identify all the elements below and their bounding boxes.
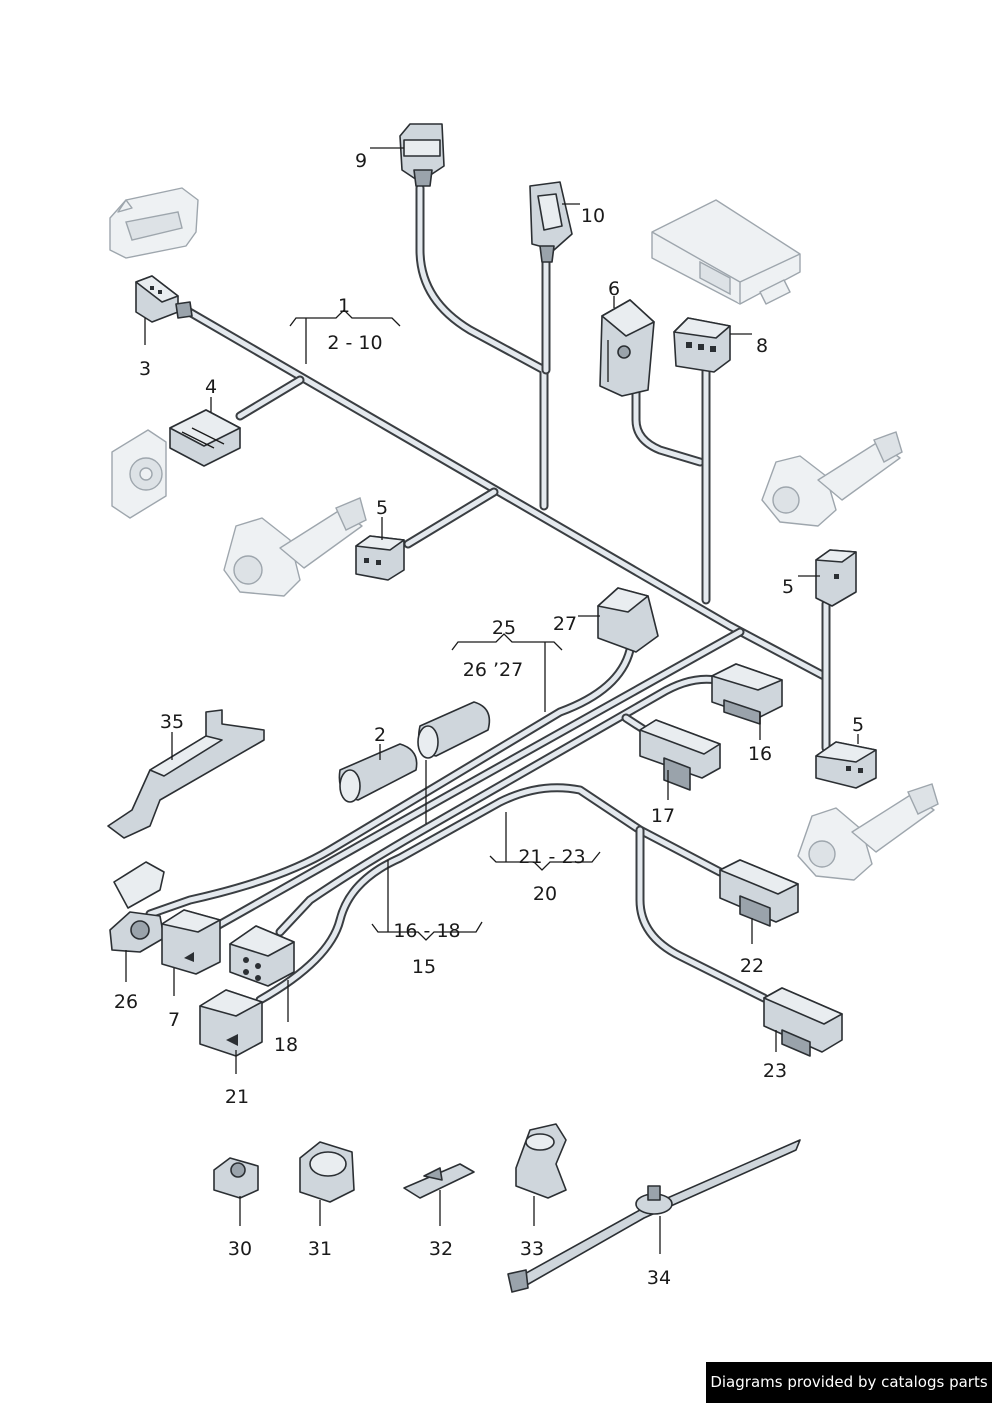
label-21: 21 xyxy=(225,1086,249,1108)
conduit-2 xyxy=(338,701,491,824)
control-unit-ghost xyxy=(651,199,801,305)
clip-33 xyxy=(515,1123,567,1199)
connector-16 xyxy=(711,663,783,725)
label-16: 16 xyxy=(748,743,772,765)
label-10: 10 xyxy=(581,205,605,227)
connector-5-left xyxy=(355,535,405,581)
connector-3 xyxy=(135,275,193,323)
label-22: 22 xyxy=(740,955,764,977)
seat-motor-ghost-right-bottom xyxy=(797,783,939,881)
connector-26 xyxy=(109,861,165,953)
label-5-left: 5 xyxy=(376,497,388,519)
label-27: 27 xyxy=(553,613,577,635)
connector-27 xyxy=(597,587,659,653)
label-35: 35 xyxy=(160,711,184,733)
label-2-10: 2 - 10 xyxy=(327,332,382,354)
connector-6 xyxy=(599,299,655,397)
label-17: 17 xyxy=(651,805,675,827)
label-20: 20 xyxy=(533,883,557,905)
label-16-18: 16 - 18 xyxy=(393,920,460,942)
harness-1-wires xyxy=(181,183,831,753)
clip-31 xyxy=(299,1141,355,1203)
label-30: 30 xyxy=(228,1238,252,1260)
label-3: 3 xyxy=(139,358,151,380)
nut-30 xyxy=(213,1157,259,1199)
label-26-27: 26 ’27 xyxy=(463,659,523,681)
label-32: 32 xyxy=(429,1238,453,1260)
label-33: 33 xyxy=(520,1238,544,1260)
connector-8 xyxy=(673,317,731,373)
connector-4 xyxy=(169,409,241,467)
seat-motor-ghost-right-top xyxy=(761,431,903,527)
connector-23 xyxy=(763,987,843,1057)
label-15: 15 xyxy=(412,956,436,978)
label-31: 31 xyxy=(308,1238,332,1260)
clip-32 xyxy=(403,1163,475,1199)
credit-banner: Diagrams provided by catalogs parts xyxy=(706,1362,992,1403)
part-labels: 1 2 - 10 3 4 5 9 10 6 8 5 5 25 26 ’27 27… xyxy=(114,150,864,1289)
harness-2-wires xyxy=(145,627,769,1005)
label-5-right-top: 5 xyxy=(782,576,794,598)
label-23: 23 xyxy=(763,1060,787,1082)
leader-lines xyxy=(125,147,859,1254)
connector-9 xyxy=(399,123,445,187)
label-21-23: 21 - 23 xyxy=(518,846,585,868)
label-9: 9 xyxy=(355,150,367,172)
module-4-ghost xyxy=(111,429,167,519)
cable-tie-34 xyxy=(507,1139,801,1293)
label-4: 4 xyxy=(205,376,217,398)
connector-5-right-bottom xyxy=(815,741,877,789)
connector-17 xyxy=(639,719,721,791)
connector-10 xyxy=(529,181,573,263)
label-26: 26 xyxy=(114,991,138,1013)
label-6: 6 xyxy=(608,278,620,300)
seat-switch-ghost xyxy=(109,187,199,259)
label-34: 34 xyxy=(647,1267,671,1289)
label-18: 18 xyxy=(274,1034,298,1056)
connector-18 xyxy=(229,925,295,987)
label-1: 1 xyxy=(338,295,350,317)
label-5-right-bottom: 5 xyxy=(852,714,864,736)
connector-5-right-top xyxy=(815,549,857,607)
connector-22 xyxy=(719,859,799,927)
label-2: 2 xyxy=(374,724,386,746)
connector-7 xyxy=(161,909,221,975)
connector-21 xyxy=(199,989,263,1057)
label-8: 8 xyxy=(756,335,768,357)
bracket-35 xyxy=(107,709,265,839)
label-25: 25 xyxy=(492,617,516,639)
label-7: 7 xyxy=(168,1009,180,1031)
seat-motor-ghost-left xyxy=(223,497,367,597)
